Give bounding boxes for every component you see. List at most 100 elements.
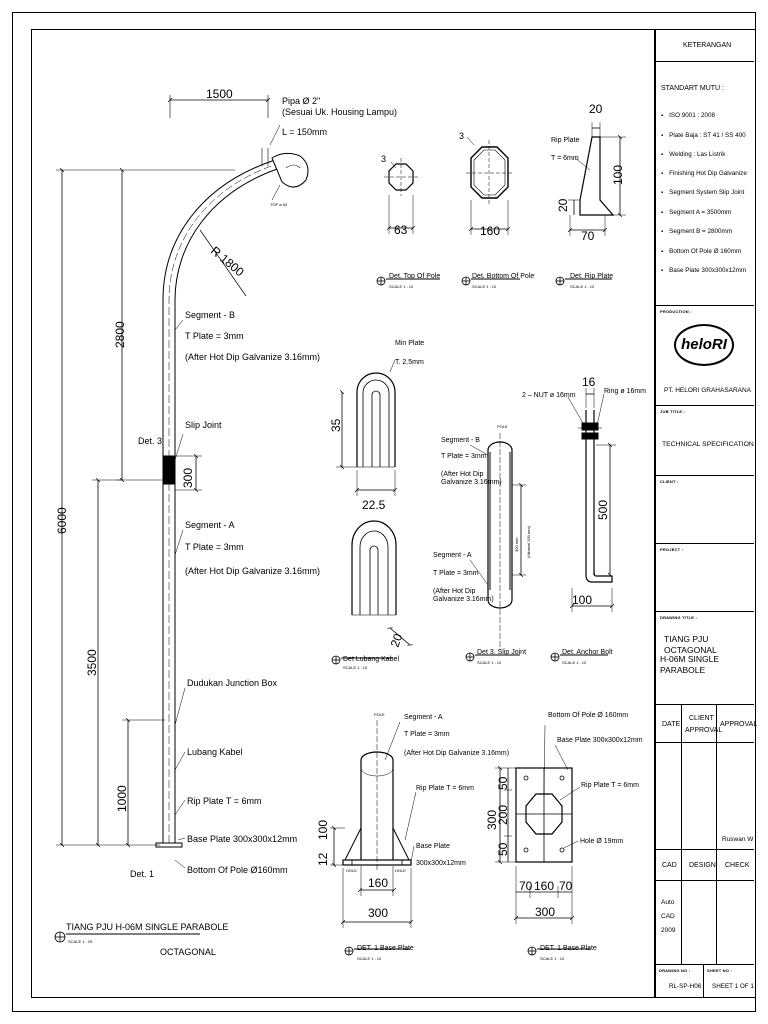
base-top-dim-h-right: 70 [559,879,573,893]
client-label: CLIENT : [660,479,679,484]
det-slip-joint [465,433,526,662]
dim-arm-width: 1500 [206,87,233,101]
base-side-hole-r: HOLE [395,868,406,873]
slip-seg-a: Segment - A [433,552,472,559]
det-top-scale: SCALE 1 : 10 [389,284,414,289]
slip-pole-label: POLE [497,424,508,429]
pipe-housing-label: (Sesuai Uk. Housing Lampu) [282,107,397,117]
drawing-title-section: DRAWING TITLE : TIANG PJU OCTAGONAL H-06… [656,612,754,705]
det-base-side-title: DET. 1 Base Plate [357,945,414,952]
col-design: DESIGN [689,862,716,869]
slip-seg-b-plate: T Plate = 3mm [441,453,487,460]
det-cable-hole [331,359,410,665]
segment-b-title: Segment - B [185,310,235,320]
slip-seg-b-galv-1: (After Hot Dip [441,471,484,478]
anchor-dim-d: 16 [582,375,596,389]
base-top-dim-v-bot: 50 [496,842,510,856]
col-client-2: APPROVAL [685,727,723,734]
dim-segment-b: 2800 [113,321,127,348]
det-base-side-scale: SCALE 1 : 10 [357,956,382,961]
det-rip-title: Det. Rip Plate [570,273,613,280]
sheet-no-label: SHEET NO : [707,968,732,973]
cable-dim-height: 35 [329,418,343,432]
base-side-plate: T Plate = 3mm [404,731,450,738]
slip-seg-a-galv-1: (After Hot Dip [433,588,476,595]
cable-plate-label-2: T. 2.5mm [395,359,424,366]
rip-plate-label-2: T = 6mm [551,155,579,162]
det3-label: Det. 3 [138,436,162,446]
job-title-section: JOB TITLE : TECHNICAL SPECIFICATION [656,406,754,476]
base-side-dim-300: 300 [368,906,388,920]
top-diameter-label: TOP ø 63 [270,202,288,207]
base-side-base-1: Base Plate [416,843,450,850]
base-side-base-2: 300x300x12mm [416,860,466,867]
det-rip-plate [555,122,626,286]
sheet-number: SHEET 1 OF 1 [712,983,754,990]
det-slip-scale: SCALE 1 : 10 [477,660,502,665]
cad-software-3: 2009 [661,927,676,934]
rip-plate-label-1: Rip Plate [551,137,580,144]
slip-dim-1: 300 mm [514,537,519,552]
col-cad: CAD [662,862,677,869]
spec-item: ISO 9001 : 2008 [661,112,715,119]
cable-dim-width: 22.5 [362,498,386,512]
spec-item: Bottom Of Pole Ø 160mm [661,248,741,255]
spec-item: Finishing Hot Dip Galvanize [661,170,747,177]
standard-section: STANDART MUTU : ISO 9001 : 2008 Plate Ba… [656,62,754,306]
rip-dim-top: 20 [589,102,603,116]
segment-a-title: Segment - A [185,520,235,530]
col-client-1: CLIENT [689,715,714,722]
det-anchor-scale: SCALE 1 : 10 [562,660,587,665]
pole-labels: 1500 Pipa Ø 2" (Sesuai Uk. Housing Lampu… [55,87,397,957]
approval-grid: DATE CLIENT APPROVAL APPROVAL Ruswan W [656,705,758,850]
slip-seg-b-galv-2: Galvanize 3.16mm) [441,479,502,486]
det1-label: Det. 1 [130,869,154,879]
drawing-area-frame [31,29,655,998]
bottom-pole-label: Bottom Of Pole Ø160mm [187,865,288,875]
base-top-dim-total-h: 300 [535,905,555,919]
keterangan-label: KETERANGAN [683,42,732,49]
segment-b-galv: (After Hot Dip Galvanize 3.16mm) [185,352,320,362]
segment-b-plate: T Plate = 3mm [185,331,244,341]
col-approval: APPROVAL [720,721,758,728]
rip-dim-bottom: 70 [581,229,595,243]
base-top-dim-h-left: 70 [519,879,533,893]
standard-label: STANDART MUTU : [661,85,725,92]
spec-item: Plate Baja : ST 41 / SS 400 [661,132,746,139]
job-title-label: JOB TITLE : [660,409,686,414]
title-block: KETERANGAN STANDART MUTU : ISO 9001 : 20… [655,29,758,998]
production-label: PRODUCTION : [660,309,692,314]
junction-box-label: Dudukan Junction Box [187,678,278,688]
pole-elevation [54,95,309,943]
base-side-dim-160: 160 [368,876,388,890]
dim-lower: 1000 [115,785,129,812]
base-top-bottom: Bottom Of Pole Ø 160mm [548,712,628,719]
slip-seg-b: Segment - B [441,437,480,444]
det-rip-scale: SCALE 1 : 10 [570,284,595,289]
anchor-nut-label: 2 – NUT ø 16mm [522,392,576,399]
det-top-of-pole [376,158,440,286]
base-top-rip: Rip Plate T = 6mm [581,782,639,789]
drawing-title-label: DRAWING TITLE : [660,615,697,620]
base-side-pole: POLE [374,712,385,717]
base-top-dim-h-mid: 160 [534,879,554,893]
anchor-dim-h: 500 [596,500,610,520]
rip-dim-height: 100 [611,165,625,185]
project-label: PROJECT : [660,547,684,552]
det-top-title: Det. Top Of Pole [389,273,440,280]
spec-item: Segment A = 3500mm [661,209,731,216]
dim-slip-length: 300 [181,468,195,488]
base-side-galv: (After Hot Dip Galvanize 3.16mm) [404,750,509,757]
segment-a-plate: T Plate = 3mm [185,542,244,552]
base-plate-label: Base Plate 300x300x12mm [187,834,297,844]
det-top-dim: 63 [394,223,408,237]
job-title: TECHNICAL SPECIFICATION [662,441,754,448]
drawing-title-line-2: H-06M SINGLE PARABOLE [660,654,720,675]
pipe-length-label: L = 150mm [282,127,327,137]
base-top-dim-v-top: 50 [496,776,510,790]
cable-dim-depth: 20 [388,631,406,649]
spec-item: Segment System Slip Joint [661,189,744,196]
base-side-rip: Rip Plate T = 6mm [416,785,474,792]
drawing-number: RL-SP-H06 [669,983,702,990]
main-subtitle: OCTAGONAL [160,947,216,957]
